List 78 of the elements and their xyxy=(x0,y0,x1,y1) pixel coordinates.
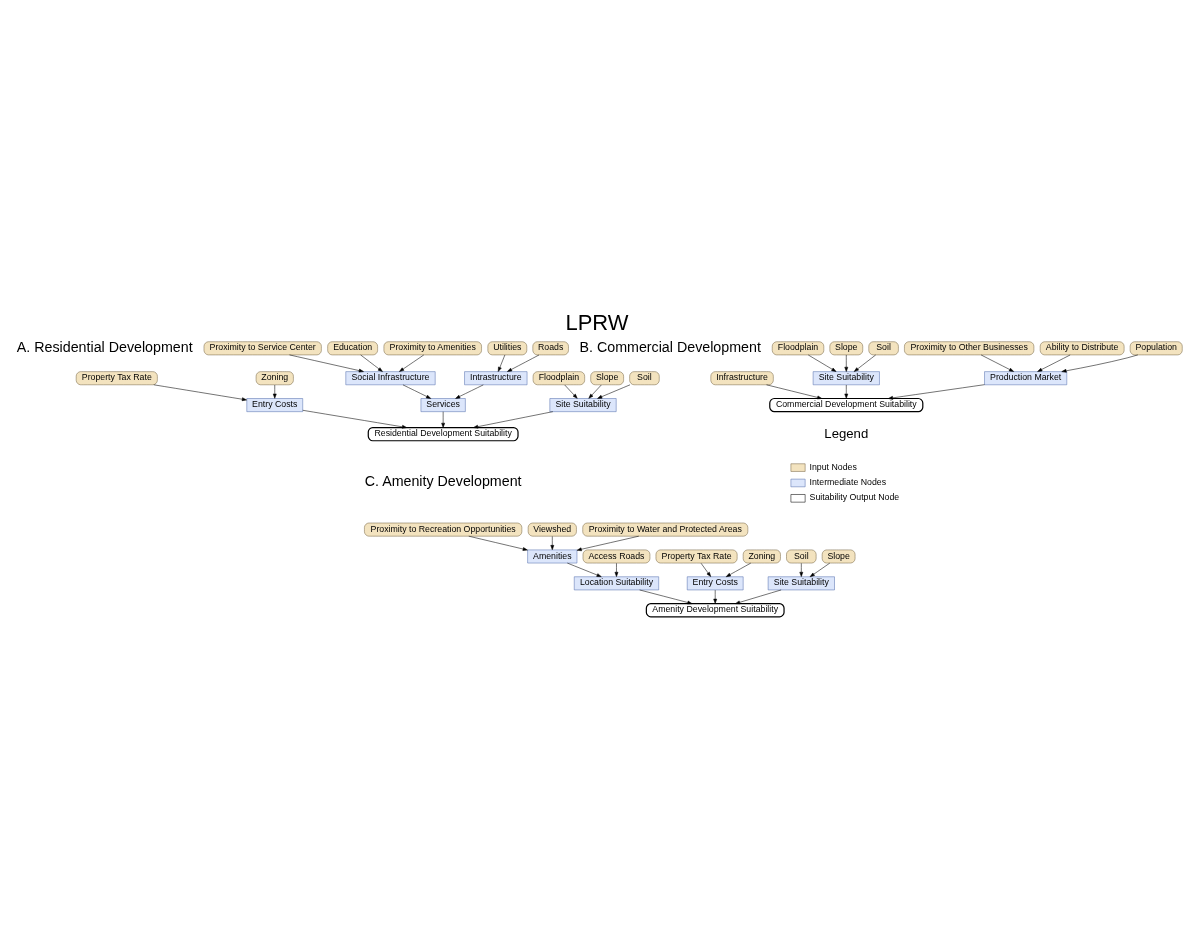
arrow xyxy=(614,563,619,577)
node-box: Site Suitability xyxy=(767,576,835,591)
node-box: Property Tax Rate xyxy=(75,371,158,386)
arrow xyxy=(402,384,432,399)
arrow xyxy=(725,562,752,577)
arrow xyxy=(735,589,782,605)
arrow xyxy=(468,535,528,551)
arrow xyxy=(1061,354,1139,373)
node-box: Zoning xyxy=(255,371,294,386)
diagram-title: LPRW xyxy=(565,309,629,335)
arrow xyxy=(567,562,602,577)
arrow xyxy=(497,354,506,372)
node-box: Viewshed xyxy=(527,522,577,537)
arrow xyxy=(399,354,425,372)
arrow xyxy=(289,354,364,373)
node-box: Site Suitability xyxy=(549,398,617,412)
node-box: Proximity to Other Businesses xyxy=(904,341,1035,356)
arrow xyxy=(844,384,849,399)
node-box: Entry Costs xyxy=(246,398,303,412)
node-box: Infrastructure xyxy=(710,371,774,386)
arrow xyxy=(844,354,849,372)
arrow xyxy=(700,563,711,577)
legend-label: Intermediate Nodes xyxy=(809,477,887,488)
node-box: Location Suitability xyxy=(573,576,659,591)
arrow xyxy=(302,410,407,429)
node-box: Soil xyxy=(786,549,817,564)
label: Legend xyxy=(824,425,869,441)
arrow xyxy=(597,384,631,399)
node-box: Education xyxy=(327,341,378,356)
node-box: Slope xyxy=(821,549,856,564)
arrow xyxy=(564,384,578,399)
arrow xyxy=(455,384,484,399)
arrow xyxy=(713,589,717,604)
arrow xyxy=(853,354,876,372)
arrow xyxy=(809,562,831,577)
arrow xyxy=(888,384,985,400)
node-box: Roads xyxy=(532,341,569,356)
label: A. Residential Development xyxy=(16,338,193,355)
arrow xyxy=(980,354,1014,372)
label: C. Amenity Development xyxy=(364,473,522,490)
node-box: Access Roads xyxy=(582,549,651,564)
arrow xyxy=(153,384,247,402)
node-box: Proximity to Water and Protected Areas xyxy=(582,522,749,537)
node-box: Floodplain xyxy=(771,341,825,356)
node-box: Population xyxy=(1129,341,1183,356)
legend-label: Input Nodes xyxy=(809,461,857,472)
arrow xyxy=(808,354,837,372)
arrow xyxy=(473,411,554,429)
node-box: Ability to Distribute xyxy=(1039,341,1125,356)
arrow xyxy=(550,536,555,550)
arrow xyxy=(799,563,804,577)
arrow xyxy=(507,354,540,372)
legend-label: Suitability Output Node xyxy=(809,492,900,503)
arrow xyxy=(272,384,277,399)
arrow xyxy=(1037,354,1071,372)
node-box: Site Suitability xyxy=(812,371,880,386)
arrow xyxy=(360,354,383,372)
node-box: Intrastructure xyxy=(464,371,528,386)
arrow xyxy=(588,384,602,399)
node-box: Slope xyxy=(590,371,624,386)
arrow xyxy=(441,411,445,428)
node-box: Floodplain xyxy=(532,371,585,386)
node-box: Soil xyxy=(629,371,660,386)
node-box: Soil xyxy=(868,341,899,356)
node-box: Services xyxy=(420,398,466,412)
node-box: Slope xyxy=(829,341,864,356)
node-box: Social Infrastructure xyxy=(345,371,436,386)
node-box: Utilities xyxy=(487,341,528,356)
arrow xyxy=(766,384,823,400)
node-box: Entry Costs xyxy=(686,576,744,591)
label: B. Commercial Development xyxy=(579,338,761,355)
node-box: Proximity to Recreation Opportunities xyxy=(364,522,523,537)
node-box: Property Tax Rate xyxy=(655,549,738,564)
node-box: Amenity Development Suitability xyxy=(645,603,785,618)
node-box: Amenities xyxy=(527,549,578,564)
node-box: Proximity to Amenities xyxy=(383,341,482,356)
node-box: Proximity to Service Center xyxy=(203,341,322,356)
node-box: Zoning xyxy=(742,549,781,564)
